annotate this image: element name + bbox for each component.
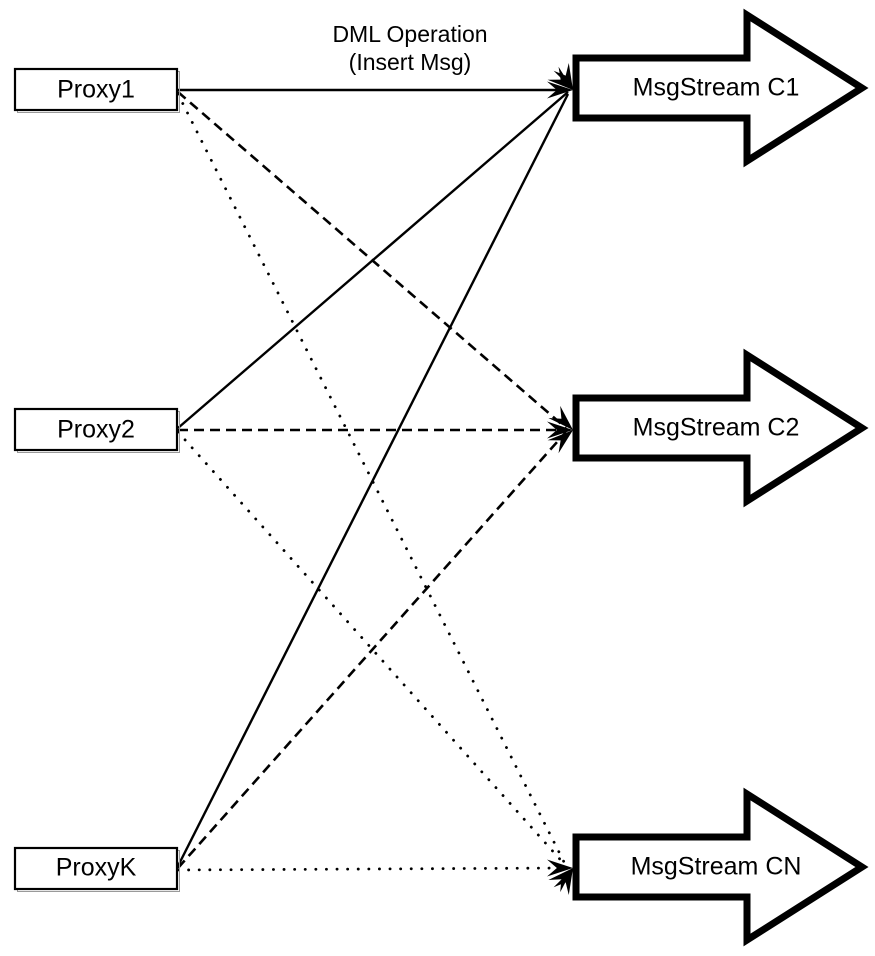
- proxy-box-proxy1[interactable]: [13, 67, 179, 112]
- link-p2-c1: [177, 91, 569, 429]
- arrowhead-head-cn-1: [548, 868, 573, 893]
- proxy-box-proxy2[interactable]: [13, 407, 179, 452]
- edge-label-group: DML Operation (Insert Msg): [332, 21, 487, 75]
- arrowhead-head-c2-0: [547, 430, 573, 454]
- arrowhead-head-c2-2: [548, 405, 573, 430]
- arrowhead-head-c2-1: [547, 421, 573, 439]
- proxy-box-proxyk[interactable]: [13, 846, 179, 891]
- arrowhead-head-c1-0: [547, 81, 573, 99]
- stream-arrow-stream_cn[interactable]: [572, 787, 869, 947]
- stream-arrow-stream_c1[interactable]: [572, 8, 869, 168]
- link-pk-cn: [176, 866, 568, 872]
- streams-layer: MsgStream C1 MsgStream C2 MsgStream CN: [572, 8, 869, 947]
- stream-label-stream_c1: MsgStream C1: [633, 74, 800, 102]
- edge-label-line1: DML Operation: [332, 21, 487, 47]
- arrowhead-head-c1-2: [553, 62, 573, 90]
- link-pk-c2: [177, 431, 567, 869]
- stream-label-stream_cn: MsgStream CN: [631, 853, 802, 881]
- stream-label-stream_c2: MsgStream C2: [633, 414, 800, 442]
- edge-label-line2: (Insert Msg): [349, 49, 472, 75]
- proxy-label-proxy1: Proxy1: [57, 76, 135, 104]
- arrowhead-head-c1-1: [547, 66, 573, 90]
- arrowhead-head-cn-2: [547, 859, 573, 877]
- proxy-label-proxyk: ProxyK: [56, 854, 137, 882]
- arrowheads-layer: [547, 62, 573, 896]
- proxy-label-proxy2: Proxy2: [57, 416, 135, 444]
- link-pk-c1: [176, 93, 570, 867]
- link-p1-cn: [176, 92, 568, 868]
- links-layer: [176, 88, 570, 872]
- stream-arrow-stream_c2[interactable]: [572, 348, 869, 508]
